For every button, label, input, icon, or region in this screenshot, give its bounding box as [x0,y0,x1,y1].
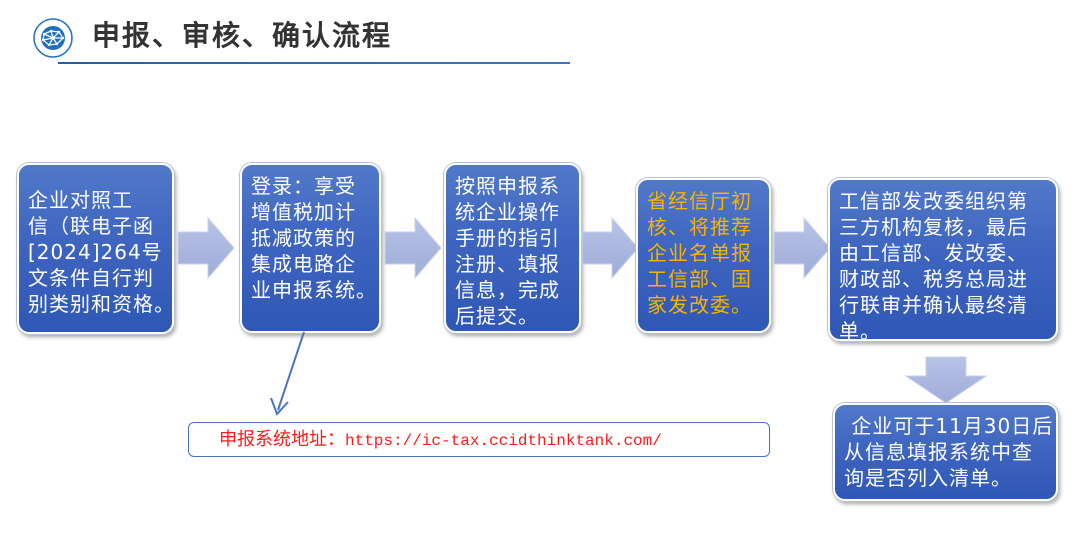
step-box-6-query-result: 企业可于11月30日后 从信息填报系统中查 询是否列入清单。 [833,403,1058,501]
globe-network-icon [33,18,73,58]
step-text-line: 别类别和资格。 [28,292,175,316]
title-underline [58,62,570,64]
step-text-line: 单。 [839,319,881,343]
step-text-line: 后提交。 [455,304,539,328]
slide-header: 申报、审核、确认流程 [30,14,570,64]
step-box-4-provincial-review: 省经信厅初 核、将推荐 企业名单报 工信部、国 家发改委。 [636,178,771,333]
arrow-right-icon [581,216,639,280]
step-text-line: 登录：享受 [251,174,356,198]
step-text-line: 企业名单报 [647,241,752,265]
step-text-line: 询是否列入清单。 [844,466,1012,490]
step-text-line: 按照申报系 [455,174,560,198]
pointer-arrow-icon [270,331,305,416]
arrow-right-icon [773,216,831,280]
step-box-1-self-assessment: 企业对照工 信（联电子函 [2024]264号 文条件自行判 别类别和资格。 [17,163,174,334]
step-box-5-ministry-review: 工信部发改委组织第 三方机构复核，最后 由工信部、发改委、 财政部、税务总局进 … [828,178,1058,343]
step-box-2-login-system: 登录：享受 增值税加计 抵减政策的 集成电路企 业申报系统。 [240,163,381,333]
step-box-3-register-submit: 按照申报系 统企业操作 手册的指引 注册、填报 信息，完成 后提交。 [444,163,581,333]
step-text-line: 企业对照工 [28,188,133,212]
step-text-line: 手册的指引 [455,226,560,250]
step-text-line: 信（联电子函 [28,214,154,238]
system-address-label: 申报系统地址： [219,429,345,450]
step-text-line: 注册、填报 [455,252,560,276]
step-text-line: 集成电路企 [251,252,356,276]
step-text-line: 业申报系统。 [251,278,377,302]
step-text-line: 由工信部、发改委、 [839,241,1028,265]
step-text-line: 工信部发改委组织第 [839,189,1028,213]
system-address-note: 申报系统地址：https://ic-tax.ccidthinktank.com/ [188,422,770,457]
step-text-line: 三方机构复核，最后 [839,215,1028,239]
step-text-line: 从信息填报系统中查 [844,440,1033,464]
arrow-down-icon [904,356,988,404]
step-text-line: [2024]264号 [28,240,163,264]
arrow-right-icon [177,216,235,280]
step-text-line: 省经信厅初 [647,189,752,213]
step-text-line: 工信部、国 [647,267,752,291]
step-text-line: 抵减政策的 [251,226,356,250]
step-text-line: 文条件自行判 [28,266,154,290]
step-text-line: 统企业操作 [455,200,560,224]
step-text-line: 增值税加计 [251,200,356,224]
step-text-line: 信息，完成 [455,278,560,302]
step-text-line: 行联审并确认最终清 [839,293,1028,317]
page-title: 申报、审核、确认流程 [92,19,393,52]
step-text-line: 财政部、税务总局进 [839,267,1028,291]
arrow-right-icon [384,216,442,280]
system-address-link[interactable]: https://ic-tax.ccidthinktank.com/ [345,432,662,450]
step-text-line: 家发改委。 [647,293,752,317]
step-text-line: 核、将推荐 [647,215,752,239]
step-text-line: 企业可于11月30日后 [844,414,1054,438]
